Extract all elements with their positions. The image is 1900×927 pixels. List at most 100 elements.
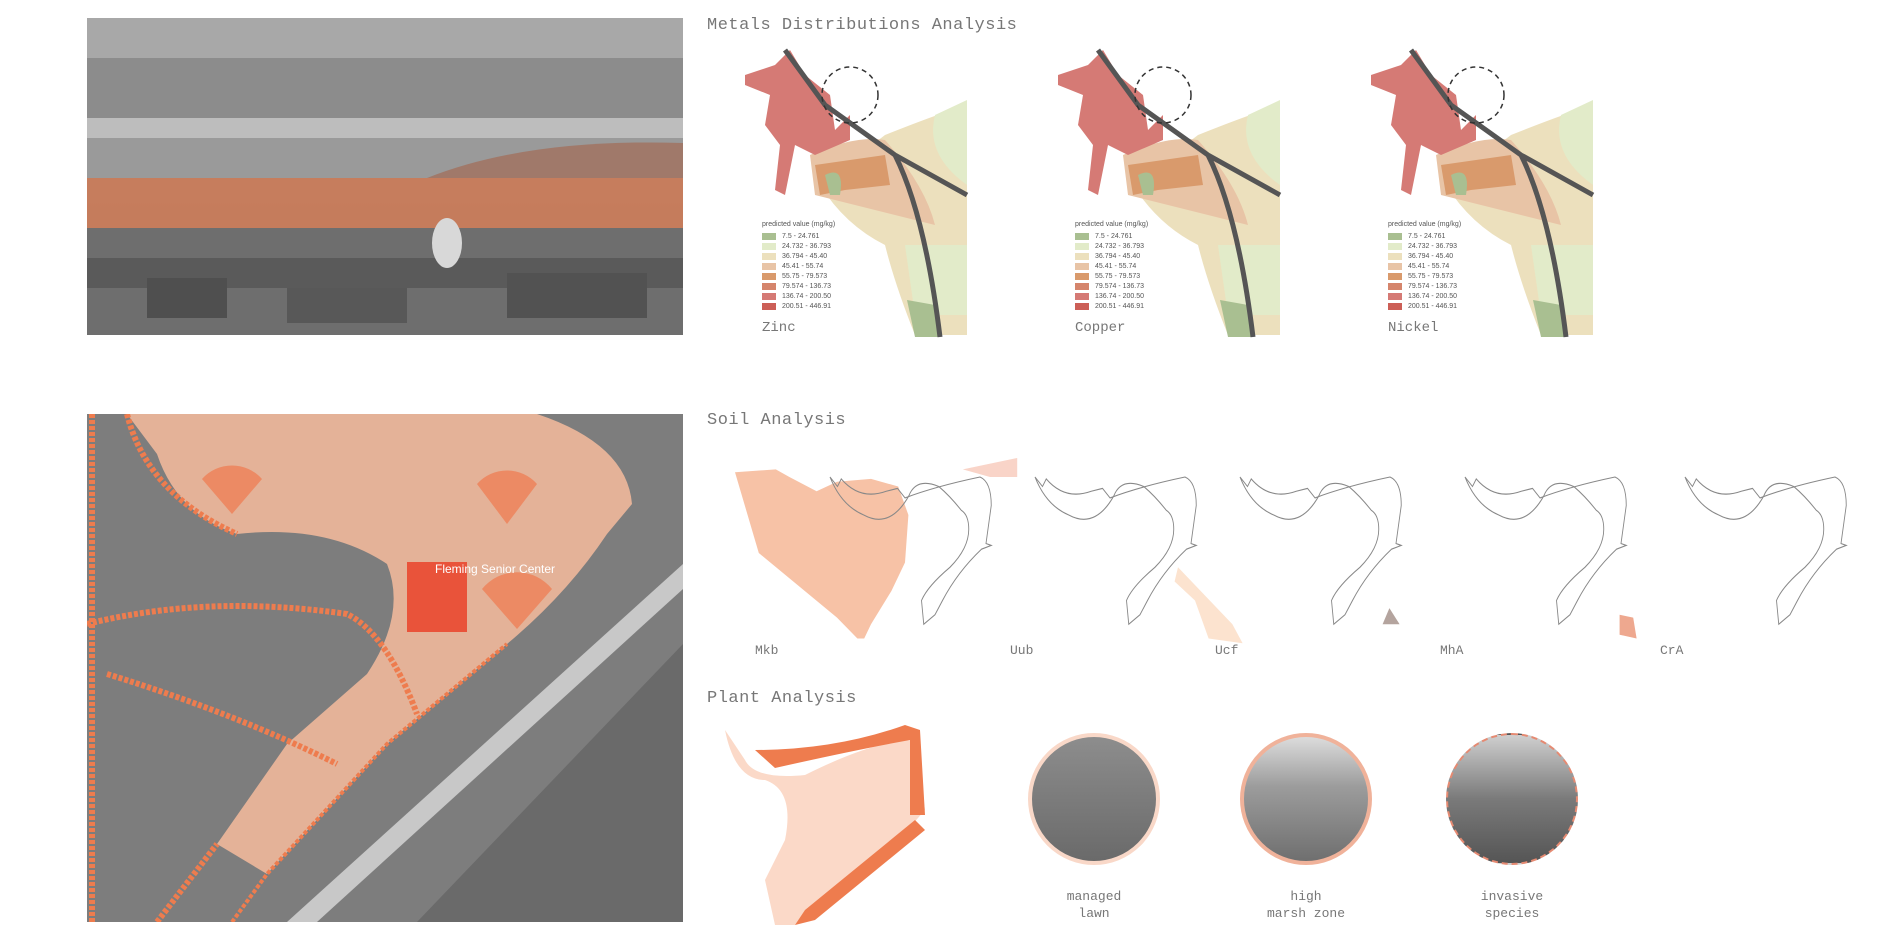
legend-swatch — [762, 232, 776, 240]
legend-range: 24.732 - 36.793 — [782, 242, 832, 250]
legend-item: 79.574 - 136.73 — [1075, 281, 1148, 291]
legend-item: 136.74 - 200.50 — [1075, 291, 1148, 301]
soil-type-mkb: Mkb — [735, 448, 1075, 668]
legend-range: 7.5 - 24.761 — [1095, 232, 1133, 240]
legend-swatch — [1388, 272, 1402, 280]
soil-type-label: Uub — [1010, 643, 1034, 658]
metal-legend: predicted value (mg/kg) 7.5 - 24.761 24.7… — [762, 221, 835, 311]
legend-range: 79.574 - 136.73 — [1095, 282, 1145, 290]
legend-item: 55.75 - 79.573 — [762, 271, 835, 281]
plant-zone-label-line1: high — [1290, 889, 1322, 904]
legend-swatch — [762, 272, 776, 280]
legend-range: 45.41 - 55.74 — [1408, 262, 1450, 270]
metal-map-zinc: predicted value (mg/kg) 7.5 - 24.761 24.7… — [735, 45, 975, 340]
legend-range: 136.74 - 200.50 — [782, 292, 832, 300]
industrial-photo-graphic — [87, 18, 683, 335]
legend-range: 55.75 - 79.573 — [1408, 272, 1454, 280]
legend-item: 36.794 - 45.40 — [1388, 251, 1461, 261]
legend-item: 36.794 - 45.40 — [762, 251, 835, 261]
legend-item: 79.574 - 136.73 — [762, 281, 835, 291]
legend-swatch — [1075, 272, 1089, 280]
soil-type-label: MhA — [1440, 643, 1464, 658]
legend-swatch — [1075, 302, 1089, 310]
legend-item: 24.732 - 36.793 — [1388, 241, 1461, 251]
soil-section-title: Soil Analysis — [707, 411, 847, 430]
plant-zone-photo — [1240, 733, 1372, 865]
legend-range: 7.5 - 24.761 — [1408, 232, 1446, 240]
legend-item: 36.794 - 45.40 — [1075, 251, 1148, 261]
legend-range: 7.5 - 24.761 — [782, 232, 820, 240]
legend-range: 136.74 - 200.50 — [1095, 292, 1145, 300]
soil-map-graphic — [735, 469, 993, 639]
legend-range: 79.574 - 136.73 — [1408, 282, 1458, 290]
legend-swatch — [1388, 252, 1402, 260]
legend-item: 200.51 - 446.91 — [762, 301, 835, 311]
legend-swatch — [1075, 292, 1089, 300]
legend-range: 24.732 - 36.793 — [1408, 242, 1458, 250]
legend-swatch — [762, 242, 776, 250]
legend-range: 200.51 - 446.91 — [1408, 302, 1458, 310]
metal-map-label: Zinc — [762, 320, 796, 336]
legend-item: 200.51 - 446.91 — [1388, 301, 1461, 311]
legend-range: 36.794 - 45.40 — [1095, 252, 1141, 260]
legend-swatch — [1075, 262, 1089, 270]
legend-swatch — [1388, 282, 1402, 290]
metals-section-title: Metals Distributions Analysis — [707, 16, 1018, 35]
legend-swatch — [1075, 232, 1089, 240]
soil-map-graphic — [962, 458, 1198, 626]
soil-type-ucf: Ucf — [1140, 448, 1480, 668]
legend-item: 200.51 - 446.91 — [1075, 301, 1148, 311]
industrial-waterfront-photo — [87, 18, 683, 335]
plant-zone-map — [725, 725, 925, 925]
legend-range: 200.51 - 446.91 — [782, 302, 832, 310]
soil-type-uub: Uub — [935, 448, 1275, 668]
legend-range: 45.41 - 55.74 — [1095, 262, 1137, 270]
legend-swatch — [762, 292, 776, 300]
legend-item: 55.75 - 79.573 — [1075, 271, 1148, 281]
site-aerial-map: Fleming Senior Center — [87, 414, 683, 922]
legend-range: 200.51 - 446.91 — [1095, 302, 1145, 310]
legend-swatch — [762, 252, 776, 260]
legend-swatch — [1388, 292, 1402, 300]
metal-distribution-graphic — [1371, 48, 1595, 338]
legend-swatch — [1388, 242, 1402, 250]
soil-map-graphic — [1619, 476, 1848, 639]
legend-swatch — [1075, 242, 1089, 250]
legend-item: 24.732 - 36.793 — [762, 241, 835, 251]
legend-item: 24.732 - 36.793 — [1075, 241, 1148, 251]
legend-range: 136.74 - 200.50 — [1408, 292, 1458, 300]
plant-zone-label-line1: managed — [1066, 889, 1122, 904]
plant-zone-label-line2: species — [1484, 906, 1540, 921]
legend-item: 45.41 - 55.74 — [1075, 261, 1148, 271]
legend-range: 45.41 - 55.74 — [782, 262, 824, 270]
metal-map-label: Copper — [1075, 320, 1126, 336]
legend-range: 79.574 - 136.73 — [782, 282, 832, 290]
senior-center-label: Fleming Senior Center — [435, 562, 556, 576]
legend-title: predicted value (mg/kg) — [762, 221, 836, 228]
legend-range: 55.75 - 79.573 — [1095, 272, 1141, 280]
legend-swatch — [1075, 282, 1089, 290]
legend-swatch — [1388, 262, 1402, 270]
legend-item: 55.75 - 79.573 — [1388, 271, 1461, 281]
soil-type-label: Mkb — [755, 643, 779, 658]
legend-item: 7.5 - 24.761 — [1075, 231, 1148, 241]
soil-map-graphic — [1174, 476, 1403, 644]
metal-distribution-graphic — [745, 48, 969, 338]
senior-center-building — [407, 562, 467, 632]
plant-zone-photo — [1028, 733, 1160, 865]
legend-swatch — [1388, 232, 1402, 240]
metal-distribution-graphic — [1058, 48, 1282, 338]
legend-title: predicted value (mg/kg) — [1075, 221, 1149, 228]
aerial-graphic — [87, 414, 683, 922]
legend-item: 45.41 - 55.74 — [762, 261, 835, 271]
plant-zone-photo — [1446, 733, 1578, 865]
legend-item: 136.74 - 200.50 — [1388, 291, 1461, 301]
legend-range: 36.794 - 45.40 — [1408, 252, 1454, 260]
legend-range: 36.794 - 45.40 — [782, 252, 828, 260]
